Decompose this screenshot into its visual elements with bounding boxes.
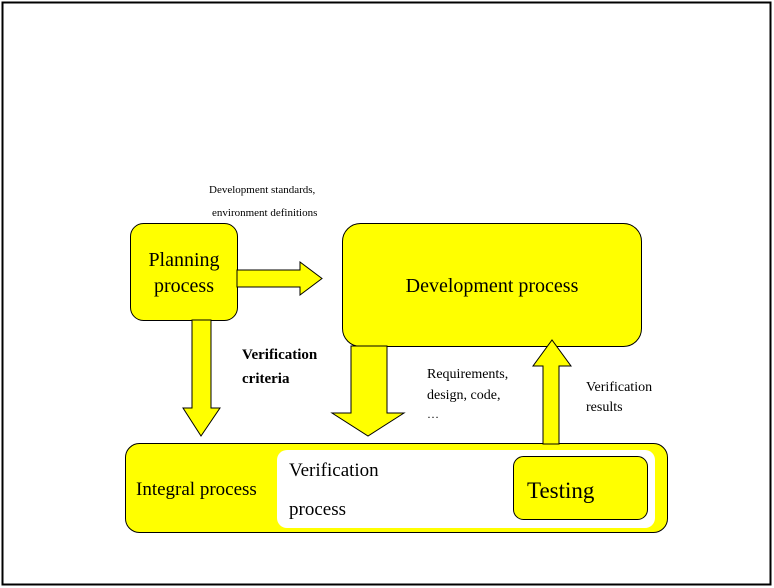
- development-process-box: [342, 223, 642, 347]
- planning-label-line1: Planning: [148, 249, 220, 271]
- verification-label-line2: process: [289, 499, 346, 520]
- arrow-development-to-integral: [330, 345, 406, 437]
- planning-label-line2: process: [154, 275, 214, 297]
- development-label: Development process: [405, 275, 579, 297]
- results-label-line2: results: [586, 400, 623, 415]
- verification-label-line1: Verification: [289, 460, 379, 481]
- arrow-testing-to-development: [532, 339, 572, 445]
- requirements-label-line1: Requirements,: [427, 367, 509, 382]
- requirements-label-line3: …: [427, 407, 439, 421]
- standards-label-line2: environment definitions: [212, 207, 318, 219]
- requirements-label-line2: design, code,: [427, 388, 501, 403]
- testing-label: Testing: [527, 478, 595, 503]
- testing-box: [513, 456, 648, 520]
- criteria-label-line1: Verification: [242, 347, 318, 363]
- arrow-planning-to-integral: [182, 319, 221, 437]
- results-label-line1: Verification: [586, 380, 653, 395]
- standards-label-line1: Development standards,: [209, 184, 316, 196]
- integral-label: Integral process: [136, 479, 257, 500]
- arrow-planning-to-development: [236, 261, 323, 296]
- criteria-label-line2: criteria: [242, 371, 290, 387]
- planning-process-box: [130, 223, 238, 321]
